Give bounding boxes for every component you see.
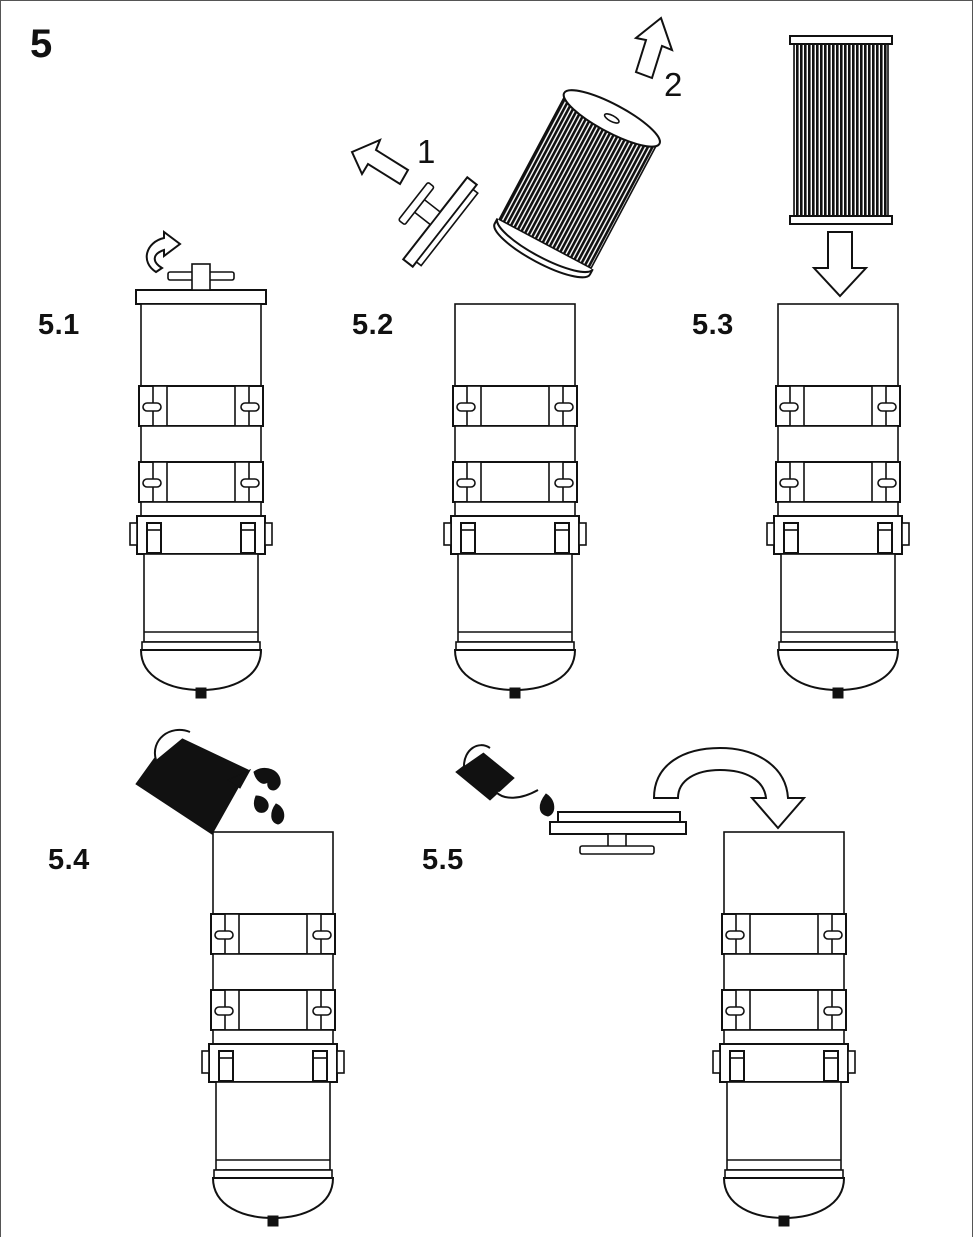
arrow-2-icon (633, 16, 674, 80)
pouring-jug-icon (135, 729, 285, 835)
curved-arrow-icon (652, 746, 807, 830)
housing-5-4 (201, 831, 345, 1227)
callout-1: 1 (417, 133, 436, 170)
removed-filter-element (493, 89, 661, 279)
housing-5-2 (443, 303, 587, 699)
step-label-5-3: 5.3 (692, 309, 734, 341)
rotate-arrow-icon (145, 230, 182, 274)
step-label-5-4: 5.4 (48, 844, 90, 876)
removed-lid (398, 175, 479, 269)
step-label-5-2: 5.2 (352, 309, 394, 341)
housing-5-5 (712, 831, 856, 1227)
arrow-1-icon (350, 138, 410, 186)
oil-can-icon (455, 744, 555, 817)
step-label-5-5: 5.5 (422, 844, 464, 876)
housing-5-1 (129, 263, 273, 699)
new-filter-element (789, 35, 893, 225)
step-label-5-1: 5.1 (38, 309, 80, 341)
housing-5-3 (766, 303, 910, 699)
callout-2: 2 (664, 66, 683, 103)
down-arrow-icon (811, 231, 869, 298)
figure-number: 5 (30, 22, 53, 66)
lid-with-seal (549, 811, 687, 855)
